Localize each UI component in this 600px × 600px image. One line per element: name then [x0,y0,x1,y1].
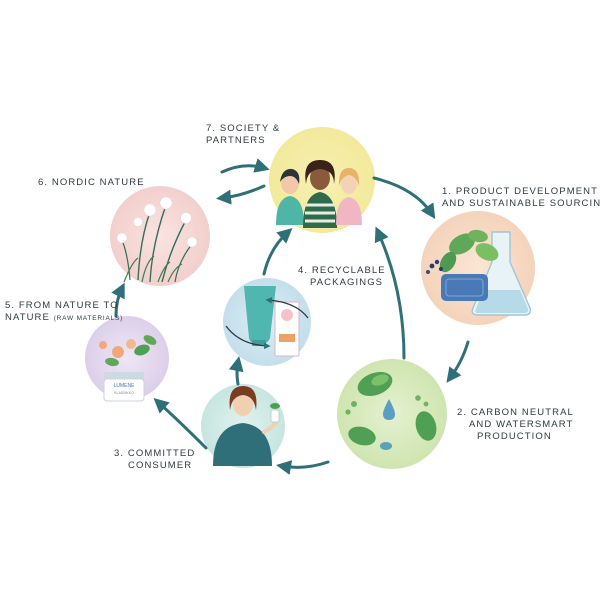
arrow-society-to-product [372,176,436,220]
stage-6-number: 6. [38,177,49,188]
stage-1-line-2: AND SUSTAINABLE SOURCING [442,198,600,209]
arrow-raw-to-nordic [111,282,125,318]
stage-4-label: 4. RECYCLABLE PACKAGINGS [298,265,386,289]
stage-2-line-1: CARBON NEUTRAL [470,407,574,418]
stage-6-line-1: NORDIC NATURE [51,177,145,188]
stage-2-number: 2. [457,407,468,418]
stage-7-label: 7. SOCIETY & PARTNERS [206,123,280,147]
stage-5-line-2: NATURE [5,312,50,323]
stage-1-label: 1. PRODUCT DEVELOPMENT AND SUSTAINABLE S… [442,186,600,210]
stage-7-line-2: PARTNERS [206,135,266,146]
stage-4-line-1: RECYCLABLE [311,265,386,276]
stage-2-line-2: AND WATERSMART [469,419,574,430]
stage-1-line-1: PRODUCT DEVELOPMENT [455,186,599,197]
stage-4-line-2: PACKAGINGS [310,277,384,288]
arrow-consumer-to-raw [153,397,208,450]
stage-7-number: 7. [206,123,217,134]
stage-5-note: (RAW MATERIALS) [53,315,124,322]
soap-bar-icon [441,274,488,301]
person-middle-icon [303,160,337,228]
stage-5-number: 5. [5,300,16,311]
cycle-arrows [111,158,470,475]
stage-3-line-2: CONSUMER [128,460,193,471]
stage-5-line-1: FROM NATURE TO [18,300,119,311]
arrow-production-to-society [374,226,406,360]
footprint-leaf-icon [345,371,437,450]
committed-consumer-illustration [201,384,285,468]
flowers-icon [99,335,157,367]
stage-6-label: 6. NORDIC NATURE [38,177,145,189]
arrow-packaging-to-society [262,228,293,276]
cream-jar-icon: LUMENE KLASSIKKO [103,372,145,402]
arrow-society-to-nordic [216,184,266,205]
arrow-consumer-to-packaging [228,356,244,386]
woman-consumer-icon [213,386,280,466]
recyclable-packagings-illustration [223,278,311,366]
person-right-icon [336,168,362,225]
product-development-illustration [421,211,535,325]
recycle-arrows-icon [225,297,309,350]
green-leaves-icon [439,229,499,273]
stage-7-line-1: SOCIETY & [219,123,281,134]
stage-3-label: 3. COMMITTED CONSUMER [114,448,195,472]
carbon-neutral-production-illustration [337,359,447,469]
jar-sub-text: KLASSIKKO [114,391,134,395]
arrow-product-to-production [446,340,470,383]
jar-brand-text: LUMENE [114,383,136,389]
arrow-nordic-to-society [220,158,270,174]
arrow-production-to-consumer [276,460,330,475]
water-drop-icon [383,399,395,420]
person-left-icon [276,168,304,225]
stage-2-label: 2. CARBON NEUTRAL AND WATERSMART PRODUCT… [457,407,574,443]
stage-4-number: 4. [298,265,309,276]
cotton-grass-icon [116,196,198,283]
stage-5-label: 5. FROM NATURE TO NATURE (RAW MATERIALS) [5,300,123,325]
raw-materials-illustration: LUMENE KLASSIKKO [85,316,169,402]
stage-3-number: 3. [114,448,125,459]
stage-3-line-1: COMMITTED [127,448,196,459]
box-package-icon [274,301,300,357]
stage-2-line-3: PRODUCTION [477,431,552,442]
society-partners-illustration [269,127,375,233]
stage-1-number: 1. [442,186,453,197]
berries-icon [426,259,444,274]
nordic-nature-illustration [110,186,210,286]
